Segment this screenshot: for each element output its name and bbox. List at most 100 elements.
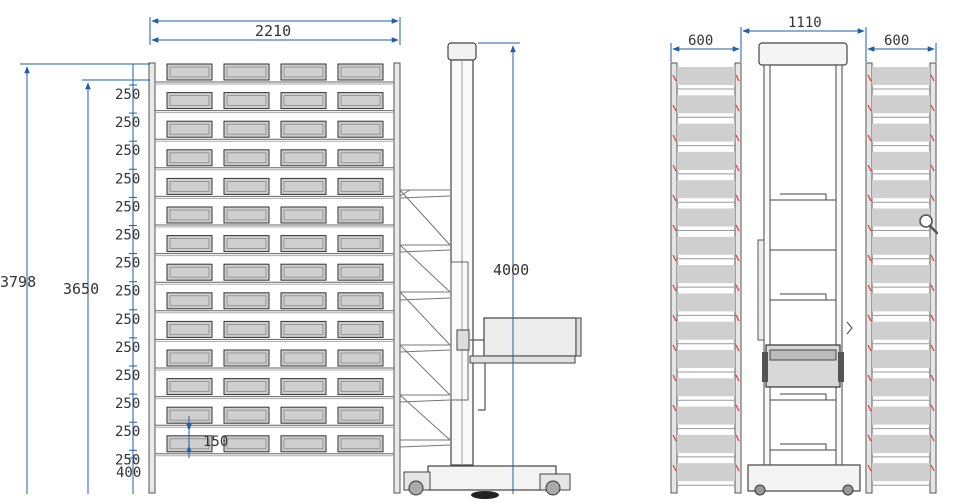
tray [166, 235, 213, 253]
tray-inner [169, 381, 210, 393]
rack-bolt-mark [735, 74, 740, 82]
lifter-height-label: 4000 [493, 261, 529, 279]
tray [223, 320, 270, 338]
tray-inner [169, 180, 210, 192]
tray-inner [226, 266, 267, 278]
rack-bolt-mark [930, 464, 935, 472]
tray [223, 263, 270, 281]
lifter-height-dimension: 4000 [478, 42, 529, 494]
tray [337, 406, 384, 424]
rack-bolt-mark [735, 254, 740, 262]
tray [223, 349, 270, 367]
side-tray [677, 67, 735, 85]
rack-bolt-mark [735, 194, 740, 202]
tray-inner [169, 266, 210, 278]
rack-bolt-mark [735, 434, 740, 442]
tray-inner [226, 352, 267, 364]
rack-frame [148, 62, 401, 494]
rack-bolt-mark [867, 134, 872, 142]
shelf-pitch-label: 250 [115, 284, 140, 300]
tray [223, 406, 270, 424]
tray [337, 177, 384, 195]
tray [223, 435, 270, 453]
rack-bolt-mark [735, 284, 740, 292]
tray [337, 292, 384, 310]
tray-inner [283, 152, 324, 164]
rack-bolt-mark [930, 284, 935, 292]
shelf-pitch-label: 250 [115, 396, 140, 412]
tray-inner [340, 266, 381, 278]
tray-inner [226, 95, 267, 106]
lifter-mast [447, 42, 486, 466]
tray-inner [169, 123, 210, 135]
tray [280, 63, 327, 81]
rack-bolt-mark [930, 254, 935, 262]
tray [337, 120, 384, 138]
rack-bolt-mark [930, 314, 935, 322]
tray-inner [283, 66, 324, 78]
gap-dimension: 150 [186, 416, 228, 458]
tray [280, 320, 327, 338]
side-tray [872, 463, 930, 482]
tray-inner [226, 438, 267, 450]
tray [337, 92, 384, 110]
rack-bolt-mark [672, 254, 677, 262]
tray-inner [226, 381, 267, 393]
tray-inner [283, 266, 324, 278]
aisle-lifter [747, 42, 861, 496]
side-tray [677, 151, 735, 170]
rack-bolt-mark [672, 404, 677, 412]
tray [280, 206, 327, 224]
tray [337, 378, 384, 396]
tray-inner [340, 295, 381, 307]
rack-bolt-mark [930, 134, 935, 142]
tray [280, 263, 327, 281]
tray-inner [169, 323, 210, 335]
tray-inner [283, 123, 324, 135]
tray [166, 320, 213, 338]
tray [280, 406, 327, 424]
shelf-pitch-label: 250 [115, 424, 140, 440]
side-view: 600 1110 600 [670, 15, 939, 496]
shelf-pitch-label: 250 [115, 452, 140, 468]
rack-bolt-mark [672, 374, 677, 382]
magnifier-icon[interactable] [919, 214, 939, 235]
tray-inner [340, 352, 381, 364]
rack-bolt-mark [672, 434, 677, 442]
rack-bolt-mark [735, 224, 740, 232]
tray [223, 292, 270, 310]
side-tray [872, 321, 930, 340]
tray-inner [340, 152, 381, 164]
rack-bolt-mark [735, 314, 740, 322]
rack-bolt-mark [672, 104, 677, 112]
tray [280, 378, 327, 396]
side-tray [872, 350, 930, 368]
lifter-base [403, 465, 571, 499]
shelf-pitch-label: 250 [115, 171, 140, 187]
tray [223, 177, 270, 195]
rack-bolt-mark [735, 344, 740, 352]
rack-bolt-mark [672, 224, 677, 232]
rack-bolt-mark [735, 374, 740, 382]
rack-bolt-mark [867, 284, 872, 292]
rack-bolt-mark [930, 344, 935, 352]
aisle-width-label: 1110 [788, 15, 822, 31]
tray-inner [340, 438, 381, 450]
tray-inner [169, 352, 210, 364]
tray-inner [283, 438, 324, 450]
rack-bolt-mark [867, 254, 872, 262]
front-view: 2210 3798 3650 2502502502502502502502502… [0, 17, 582, 499]
side-tray [872, 378, 930, 397]
rack-bolt-mark [735, 464, 740, 472]
tray [223, 120, 270, 138]
right-rack-depth-label: 600 [884, 33, 909, 49]
rack-bolt-mark [672, 344, 677, 352]
tray-inner [283, 95, 324, 106]
tray-inner [283, 209, 324, 221]
gap-label: 150 [203, 434, 228, 450]
tray-inner [169, 95, 210, 106]
side-tray [872, 434, 930, 453]
side-tray [677, 236, 735, 255]
overall-height-label: 3798 [0, 273, 36, 291]
tray-inner [283, 238, 324, 250]
